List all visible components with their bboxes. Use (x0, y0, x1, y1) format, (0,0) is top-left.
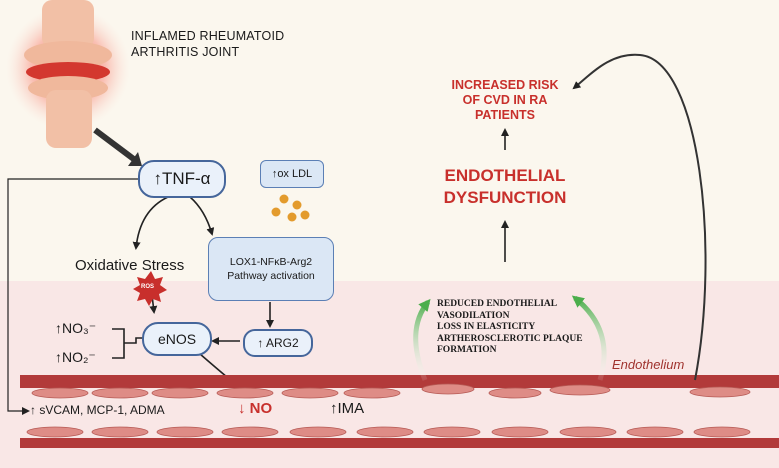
joint-title-line2: ARTHRITIS JOINT (131, 45, 240, 59)
endothelial-dysfunction-title: ENDOTHELIAL DYSFUNCTION (420, 165, 590, 209)
effects-list: REDUCED ENDOTHELIAL VASODILATION LOSS IN… (437, 299, 583, 357)
lox-pathway-node: LOX1-NFκB-Arg2 Pathway activation (208, 237, 334, 301)
oxidative-stress-label: Oxidative Stress (75, 257, 185, 274)
cvd-risk-line3: PATIENTS (475, 108, 535, 122)
inflamed-joint-illustration (6, 0, 130, 148)
effect-item: FORMATION (437, 345, 497, 355)
joint-title-line1: INFLAMED RHEUMATOID (131, 29, 285, 43)
tnf-node: ↑TNF-α (138, 160, 226, 198)
joint-title: INFLAMED RHEUMATOID ARTHRITIS JOINT (131, 28, 284, 60)
ox-ldl-node: ↑ox LDL (260, 160, 324, 188)
lox-pathway-line2: Pathway activation (227, 270, 315, 282)
effect-item: ARTHEROSCLEROTIC PLAQUE (437, 333, 583, 344)
arg2-node: ↑ ARG2 (243, 329, 313, 357)
endothelium-label: Endothelium (612, 357, 685, 372)
ros-label: ROS (141, 284, 155, 290)
no-label: ↓ NO (238, 400, 273, 417)
lox-pathway-line1: LOX1-NFκB-Arg2 (229, 256, 313, 268)
tnf-label: ↑TNF-α (153, 169, 211, 188)
dysfunction-line1: ENDOTHELIAL (444, 166, 566, 185)
no3-label: ↑NO₃⁻ (55, 320, 97, 336)
effect-item: REDUCED ENDOTHELIAL (437, 299, 558, 309)
cvd-risk-line1: INCREASED RISK (451, 78, 559, 92)
dysfunction-line2: DYSFUNCTION (443, 188, 567, 207)
effect-item: VASODILATION (437, 310, 510, 321)
ima-label: ↑IMA (330, 400, 365, 417)
cvd-risk-title: INCREASED RISK OF CVD IN RA PATIENTS (430, 78, 580, 123)
ldl-particles-icon (271, 194, 310, 222)
svcam-label: ↑ sVCAM, MCP-1, ADMA (30, 403, 165, 417)
ox-ldl-label: ↑ox LDL (271, 168, 313, 180)
ros-burst-icon (133, 271, 167, 306)
cvd-risk-line2: OF CVD IN RA (462, 93, 548, 107)
no2-label: ↑NO₂⁻ (55, 349, 96, 365)
enos-label: eNOS (157, 331, 197, 347)
effect-item: LOSS IN ELASTICITY (437, 322, 536, 332)
enos-node: eNOS (142, 322, 212, 356)
arg2-label: ↑ ARG2 (257, 336, 299, 350)
